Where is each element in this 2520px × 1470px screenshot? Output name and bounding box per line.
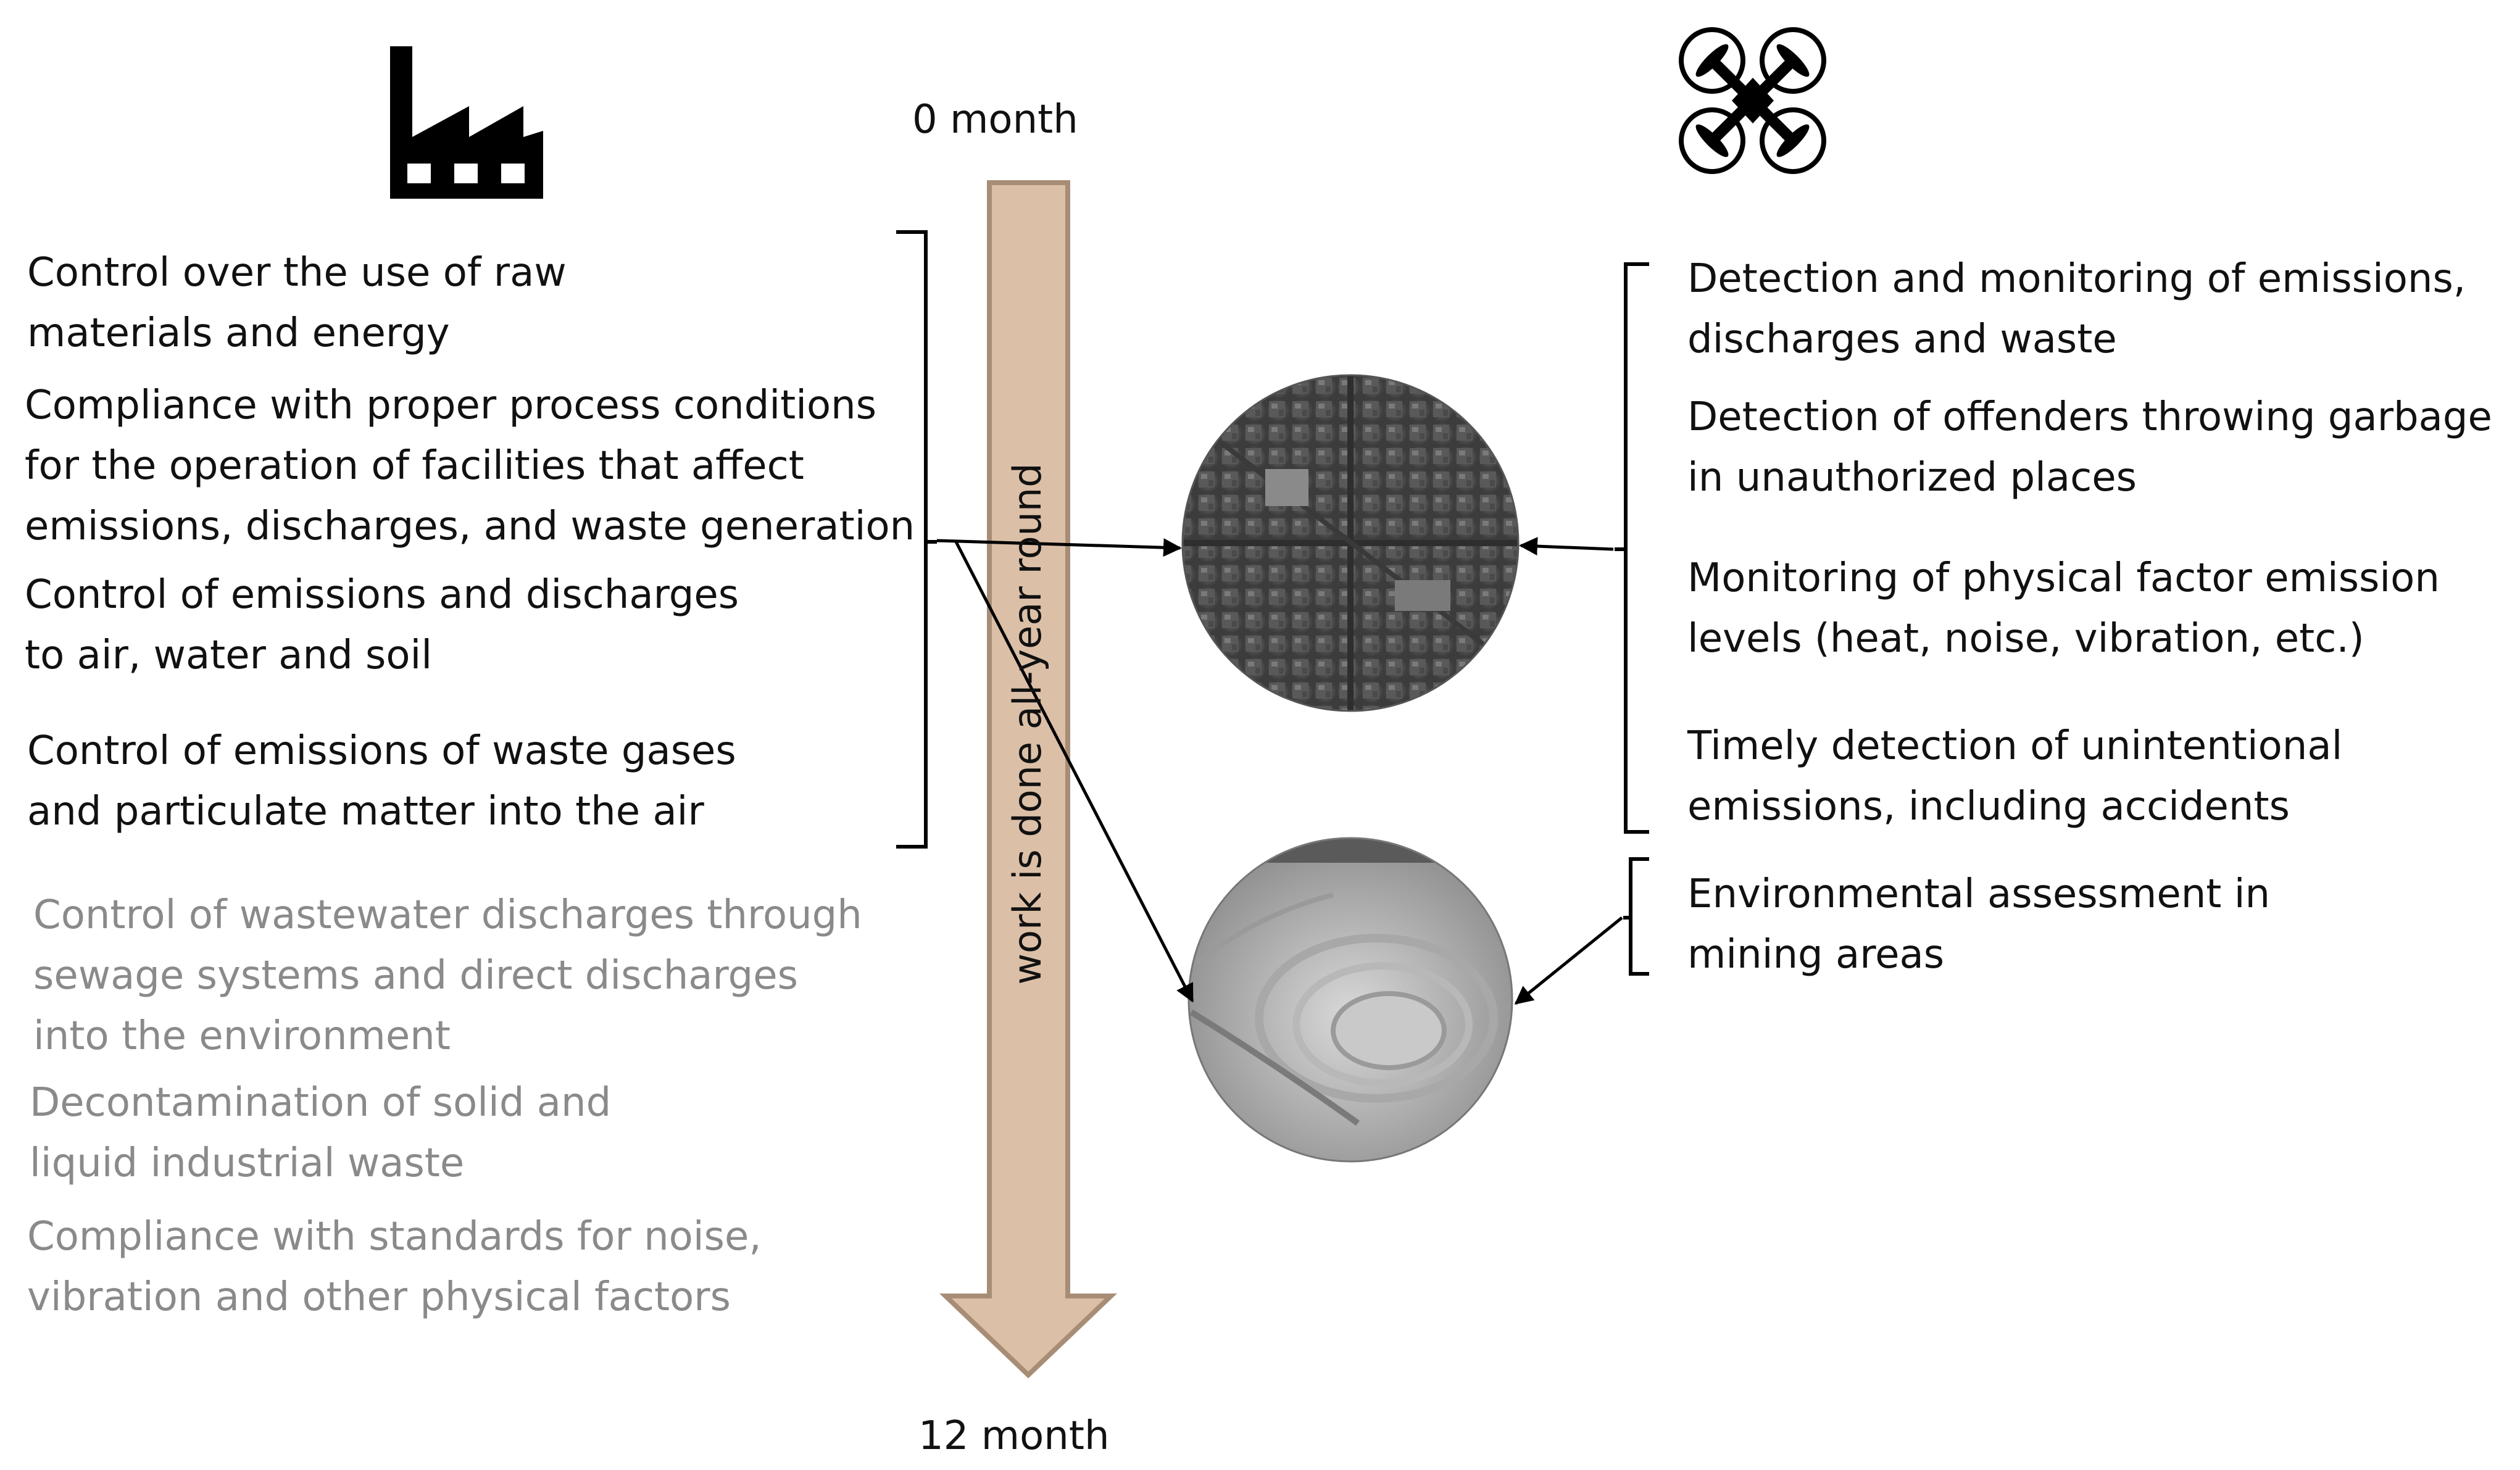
timeline-arrow (939, 180, 1117, 1379)
left-item-wastewater: Control of wastewater discharges through… (33, 892, 862, 1059)
right-item-detection-monitoring: Detection and monitoring of emissions, d… (1687, 256, 2466, 362)
right-bracket-top (1615, 262, 1649, 834)
left-item-process-conditions: Compliance with proper process condition… (25, 383, 915, 549)
right-item-garbage-offenders: Detection of offenders throwing garbage … (1687, 394, 2492, 500)
timeline-end-label: 12 month (918, 1413, 1110, 1459)
left-bracket (896, 230, 937, 849)
right-item-physical-factors: Monitoring of physical factor emission l… (1687, 555, 2440, 662)
factory-icon (390, 46, 543, 199)
right-bracket-bottom (1623, 857, 1649, 976)
drone-icon (1679, 27, 1826, 174)
left-item-decontamination: Decontamination of solid and liquid indu… (30, 1080, 612, 1186)
arrow-left-to-mine (954, 539, 1194, 1003)
left-item-raw-materials: Control over the use of raw materials an… (27, 250, 567, 356)
left-item-emissions-discharges: Control of emissions and discharges to a… (25, 572, 739, 678)
timeline-start-label: 0 month (912, 97, 1078, 143)
right-item-unintentional-emissions: Timely detection of unintentional emissi… (1687, 723, 2343, 829)
open-pit-mine-photo (1187, 837, 1513, 1163)
city-aerial-photo (1181, 374, 1520, 712)
right-item-mining-assessment: Environmental assessment in mining areas (1687, 871, 2271, 978)
left-item-noise-standards: Compliance with standards for noise, vib… (27, 1214, 762, 1320)
arrow-right-to-mine (1514, 916, 1623, 1005)
arrow-right-to-city (1519, 537, 1614, 556)
left-item-waste-gases: Control of emissions of waste gases and … (27, 728, 736, 834)
timeline-arrow-label: work is done all-year round (1005, 463, 1050, 985)
arrow-left-to-city (936, 538, 1182, 557)
